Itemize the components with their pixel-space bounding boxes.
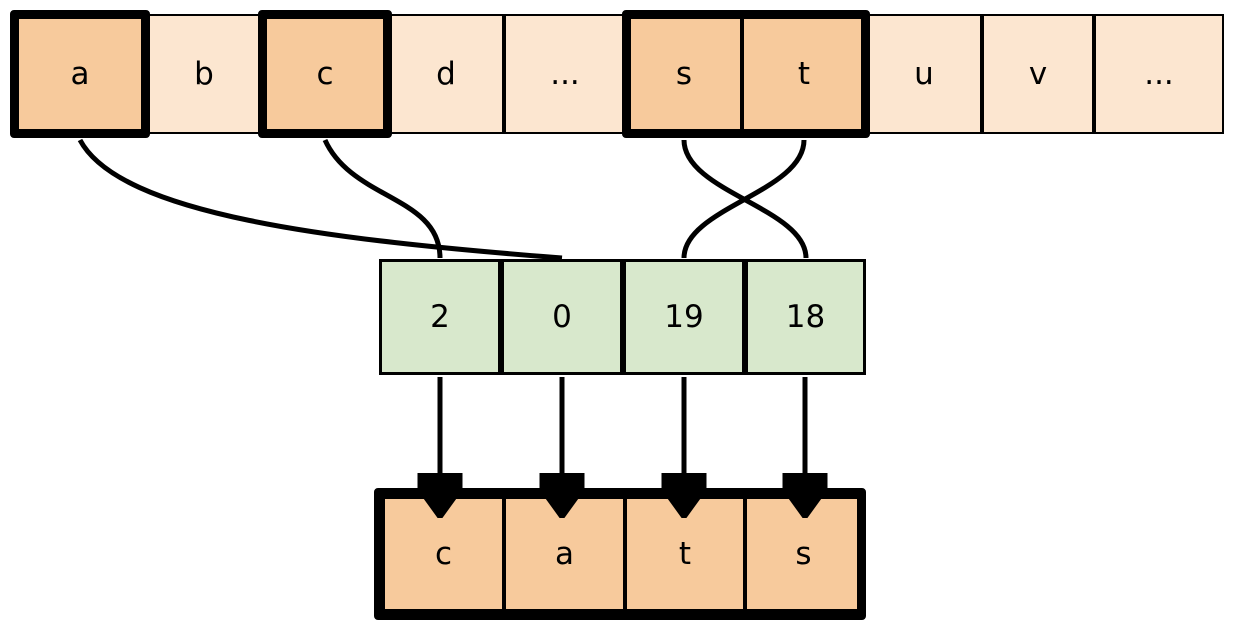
- alphabet-cell-label: a: [70, 55, 90, 92]
- output-cell-letter: s: [795, 535, 812, 572]
- alphabet-cell-ellipsis-left[interactable]: ...: [504, 14, 626, 134]
- index-cell-0[interactable]: 2: [379, 259, 501, 375]
- alphabet-cell-v[interactable]: v: [982, 14, 1094, 134]
- alphabet-cell-label: v: [1028, 55, 1048, 92]
- index-cell-3[interactable]: 18: [745, 259, 866, 375]
- alphabet-cell-t[interactable]: t: [742, 14, 866, 134]
- output-cell-1[interactable]: a: [504, 497, 625, 611]
- link-s-to-index-3: [681, 139, 809, 259]
- output-cell-2[interactable]: t: [625, 497, 745, 611]
- index-cell-value: 19: [664, 298, 704, 335]
- alphabet-cell-label: s: [675, 55, 693, 92]
- index-cell-value: 0: [552, 298, 572, 335]
- output-cell-3[interactable]: s: [745, 497, 862, 611]
- alphabet-cell-label: c: [316, 55, 334, 92]
- alphabet-cell-u[interactable]: u: [866, 14, 982, 134]
- link-c-to-index-0: [322, 138, 443, 259]
- link-a-to-index-1: [77, 138, 563, 261]
- link-t-to-index-2: [681, 139, 807, 259]
- index-cell-1[interactable]: 0: [501, 259, 623, 375]
- alphabet-cell-label: ...: [550, 55, 580, 92]
- alphabet-cell-label: u: [914, 55, 934, 92]
- index-cell-value: 18: [785, 298, 826, 335]
- index-cell-value: 2: [430, 298, 450, 335]
- alphabet-cell-d[interactable]: d: [388, 14, 504, 134]
- alphabet-cell-b[interactable]: b: [146, 14, 262, 134]
- alphabet-cell-s[interactable]: s: [626, 14, 742, 134]
- alphabet-cell-c[interactable]: c: [262, 14, 388, 134]
- alphabet-cell-label: b: [194, 55, 214, 92]
- output-cell-0[interactable]: c: [383, 497, 504, 611]
- alphabet-cell-label: d: [436, 55, 456, 92]
- alphabet-cell-label: ...: [1144, 55, 1174, 92]
- output-cell-letter: a: [555, 535, 574, 572]
- index-cell-2[interactable]: 19: [623, 259, 745, 375]
- alphabet-cell-a[interactable]: a: [14, 14, 146, 134]
- alphabet-cell-ellipsis-right[interactable]: ...: [1094, 14, 1224, 134]
- output-cell-letter: t: [678, 535, 692, 572]
- alphabet-cell-label: t: [797, 55, 811, 92]
- output-cell-letter: c: [434, 535, 453, 572]
